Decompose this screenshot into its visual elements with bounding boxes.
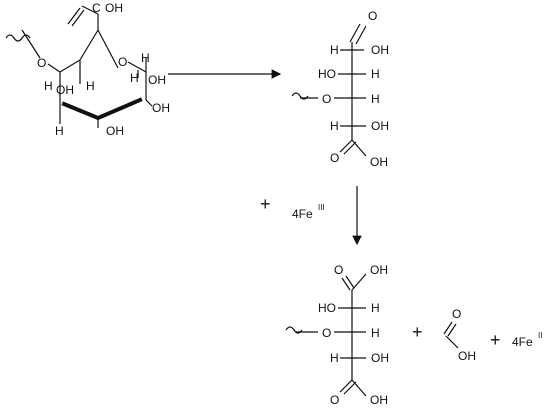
product-top-double-bond: [341, 275, 355, 291]
h-right-label: H: [130, 71, 139, 85]
product-row1-left: HO: [318, 301, 336, 315]
bond: [351, 379, 367, 397]
formic-double-bond: [443, 321, 457, 337]
iron-ii-superscript: II: [538, 331, 542, 340]
h-mid-label: H: [86, 79, 95, 93]
product-row1-right: H: [371, 301, 380, 315]
product-row3-right: OH: [371, 351, 389, 365]
product-structure: O OH HO H O H H OH O OH: [285, 263, 389, 407]
bond: [81, 5, 99, 15]
ring-bond: [59, 29, 99, 73]
link-oxygen-label: O: [37, 56, 46, 70]
bond: [351, 139, 367, 157]
formic-oxygen-label: O: [452, 307, 461, 321]
oh-bottom-label: OH: [106, 124, 124, 138]
chain-row2-right: H: [371, 67, 380, 81]
bond: [145, 99, 153, 107]
chain-row1-right: OH: [371, 43, 389, 57]
carboxyl-c-label: C: [92, 1, 101, 15]
chain-row2-left: HO: [318, 67, 336, 81]
product-row2-right: H: [371, 326, 380, 340]
product-row2-left: O: [322, 326, 331, 340]
bond: [349, 23, 361, 43]
product-top-oxygen: O: [334, 263, 343, 277]
acid-double-bond: [339, 139, 357, 155]
oh-top-right-label: OH: [148, 73, 166, 87]
acid-oxygen-label: O: [330, 151, 339, 165]
iron-ii-label: 4Fe: [512, 335, 533, 349]
pyranose-ring-structure: O C OH O H OH H OH H H OH H OH: [5, 1, 170, 138]
open-chain-structure: O H OH HO H O H H OH O OH: [291, 9, 389, 169]
chain-row3-left: O: [322, 92, 331, 106]
product-top-oh: OH: [370, 263, 388, 277]
product-bottom-oh: OH: [370, 393, 388, 407]
ring-bond: [97, 29, 119, 69]
product-bottom-double-bond: [339, 379, 357, 395]
aldehyde-oxygen-label: O: [368, 9, 377, 23]
chain-row4-right: OH: [371, 119, 389, 133]
chain-row1-left: H: [330, 43, 339, 57]
h-bottom-left-label: H: [55, 124, 64, 138]
formic-oh-label: OH: [458, 349, 476, 363]
oh-left-label: OH: [56, 83, 74, 97]
bond: [21, 29, 41, 59]
acid-oh-label: OH: [370, 155, 388, 169]
bond: [47, 63, 61, 73]
iron-iii-superscript: III: [318, 203, 325, 212]
carbonyl-double-bond: [67, 7, 85, 27]
oh-right-label: OH: [152, 101, 170, 115]
plus-sign-reagent: +: [260, 194, 271, 214]
ring-oxygen-label: O: [118, 55, 127, 69]
product-bottom-oxygen: O: [330, 393, 339, 407]
plus-sign-1: +: [412, 322, 423, 342]
product-row3-left: H: [330, 351, 339, 365]
wavy-bond-ring: [5, 34, 31, 42]
chain-row4-left: H: [330, 119, 339, 133]
formic-acid-structure: O OH: [443, 307, 476, 363]
aldehyde-double-bond: [355, 25, 367, 45]
ring-front-bold-edge: [61, 97, 143, 121]
plus-sign-2: +: [490, 330, 501, 350]
bond: [445, 335, 459, 349]
h-left-upper-label: H: [44, 79, 53, 93]
iron-iii-label: 4Fe: [292, 207, 313, 221]
chain-row3-right: H: [371, 92, 380, 106]
carboxyl-oh-label: OH: [105, 1, 123, 15]
bond: [351, 273, 367, 291]
h-top-label: H: [141, 51, 150, 65]
